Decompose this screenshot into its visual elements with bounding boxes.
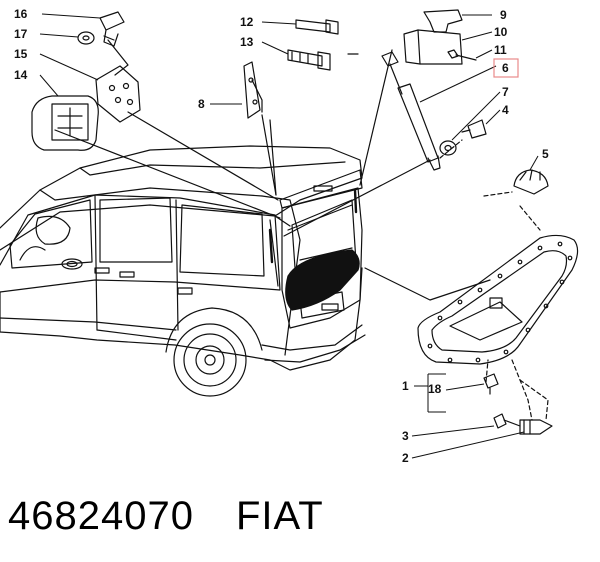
callout-15: 15: [14, 47, 28, 61]
callout-5: 5: [542, 147, 549, 161]
callout-13: 13: [240, 35, 254, 49]
callout-6-highlight: [493, 58, 519, 78]
part-17-nut: [77, 31, 95, 45]
callout-2: 2: [402, 451, 409, 465]
callout-18: 18: [428, 382, 442, 396]
part-1-trim-panel: [417, 234, 579, 365]
part-6-gas-strut: [381, 51, 441, 171]
callout-7: 7: [502, 85, 509, 99]
callout-3: 3: [402, 429, 409, 443]
product-caption: 46824070 FIAT: [8, 490, 592, 550]
callout-17: 17: [14, 27, 28, 41]
part-number: 46824070: [8, 494, 194, 538]
parts-diagram: 16 17 15 14 12 13 8 9 10 11 6 7 4 5 1 18…: [0, 7, 579, 465]
part-15-bracket: [95, 65, 141, 123]
part-8-hinge: [243, 61, 263, 119]
van-illustration: [0, 145, 366, 397]
part-5-cap: [513, 169, 549, 195]
part-4-screw: [461, 119, 487, 139]
callout-4: 4: [502, 103, 509, 117]
part-18-clip: [483, 373, 499, 395]
part-10-bracket: [403, 29, 463, 65]
part-3-screw: [493, 413, 521, 429]
part-11-screw: [447, 49, 477, 61]
callout-6: 6: [502, 61, 509, 75]
callout-10: 10: [494, 25, 508, 39]
highlighted-trim-panel: [285, 249, 360, 311]
callout-9: 9: [500, 8, 507, 22]
callout-14: 14: [14, 68, 28, 82]
callout-11: 11: [494, 43, 507, 57]
part-16-bolt: [99, 11, 125, 47]
callout-1: 1: [402, 379, 409, 393]
part-7-washer: [439, 140, 457, 156]
brand-name: FIAT: [236, 494, 324, 538]
part-2-pin: [519, 419, 553, 435]
part-9-clip: [423, 9, 463, 33]
callout-16: 16: [14, 7, 28, 21]
callout-12: 12: [240, 15, 254, 29]
part-14-bracket: [31, 95, 99, 151]
part-13-bolt: [287, 49, 331, 71]
callout-8: 8: [198, 97, 205, 111]
part-12-bolt: [295, 19, 339, 35]
